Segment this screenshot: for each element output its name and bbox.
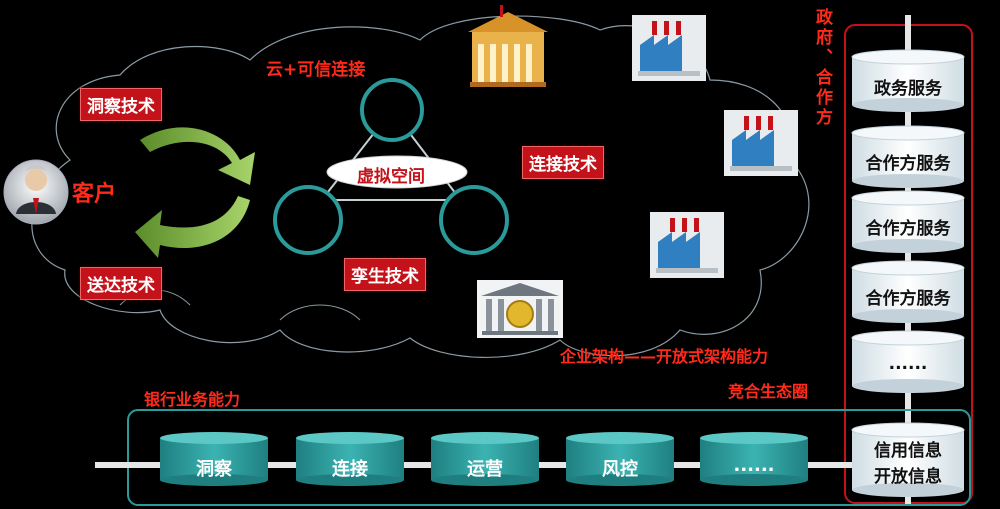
partner-cylinder: [851, 260, 965, 323]
bank-capability-item: ......: [733, 455, 775, 476]
bank-capability-item: 洞察: [196, 459, 232, 480]
partner-service-label: 合作方服务: [865, 289, 951, 309]
bank-cylinder: [700, 432, 808, 486]
partner-cylinder: [851, 125, 965, 188]
factory-icon: [632, 15, 706, 81]
customer-label: 客户: [72, 182, 117, 207]
factory-icon: [650, 212, 724, 278]
cloud-connect-label: 云+可信连接: [266, 60, 366, 80]
coopetition-label: 竞合生态圈: [728, 382, 809, 401]
partner-service-label: ......: [888, 354, 928, 374]
insight-arrow: [140, 127, 255, 185]
bank-cylinder: [296, 432, 404, 486]
bank-capability-item: 连接: [332, 459, 368, 480]
cloud-inner-arc: [279, 304, 361, 321]
bank-cylinder: [566, 432, 674, 486]
cloud-outline: [31, 15, 810, 359]
partner-service-label: 政务服务: [874, 79, 942, 99]
virtual-space-ellipse: [326, 155, 468, 189]
partner-cylinder: [851, 330, 965, 393]
bank-capability-item: 运营: [467, 459, 503, 480]
partner-service-label: 合作方服务: [865, 154, 951, 174]
open-info-label: 开放信息: [874, 467, 942, 487]
info-cylinder: [851, 422, 965, 497]
bank-capability-label: 银行业务能力: [144, 390, 241, 409]
virtual-space-label: 虚拟空间: [357, 167, 425, 187]
bank-building-icon: [477, 280, 563, 338]
partner-cylinder: [851, 49, 965, 112]
twin-node: [439, 185, 509, 255]
partner-service-label: 合作方服务: [865, 219, 951, 239]
gov-partner-label: 政府、合作方: [812, 8, 832, 128]
twin-tech-label: 孪生技术: [344, 258, 426, 291]
delivery-tech-label: 送达技术: [80, 267, 162, 300]
connect-tech-label: 连接技术: [522, 146, 604, 179]
bank-cylinder: [160, 432, 268, 486]
customer-avatar: [3, 159, 69, 225]
bank-capability-item: 风控: [602, 459, 638, 480]
credit-info-label: 信用信息: [874, 441, 942, 461]
twin-node: [360, 78, 424, 142]
delivery-arrow: [135, 196, 250, 258]
bank-cylinder: [431, 432, 539, 486]
bank-frame: [127, 409, 971, 506]
enterprise-arch-label: 企业架构——开放式架构能力: [560, 347, 769, 366]
factory-icon: [724, 110, 798, 176]
twin-node: [273, 185, 343, 255]
government-building-icon: [468, 5, 548, 87]
partner-cylinder: [851, 190, 965, 253]
insight-tech-label: 洞察技术: [80, 88, 162, 121]
